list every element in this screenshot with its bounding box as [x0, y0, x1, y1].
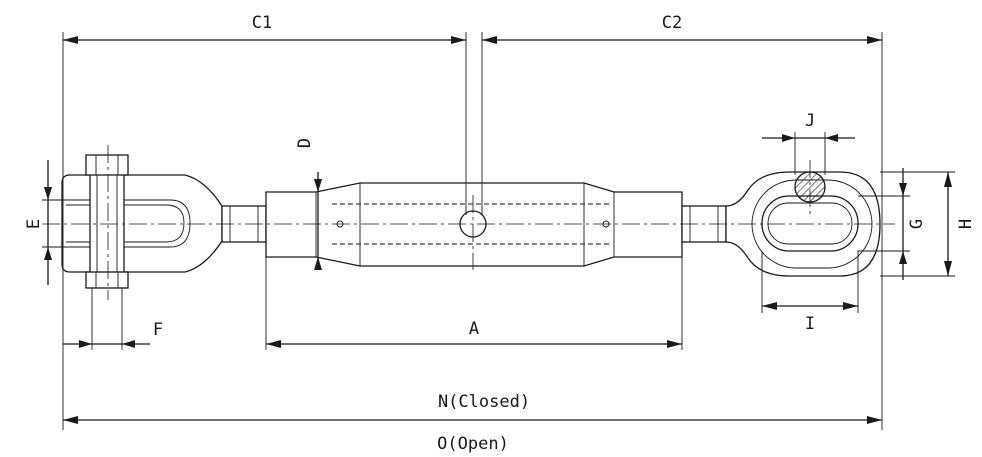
- label-c1: C1: [252, 13, 272, 33]
- label-e: E: [24, 219, 44, 229]
- dimension-o: O(Open): [437, 434, 509, 454]
- label-n: N(Closed): [438, 392, 530, 412]
- dimensions: C1 C2 D E: [24, 13, 976, 454]
- dimension-e: E: [24, 160, 62, 285]
- dimension-n: N(Closed): [63, 392, 882, 424]
- dimension-c2: C2: [482, 13, 882, 44]
- label-i: I: [805, 314, 815, 334]
- dimension-d: D: [295, 138, 322, 270]
- dimension-a: A: [265, 257, 683, 350]
- label-h: H: [956, 219, 976, 229]
- label-g: G: [907, 219, 927, 229]
- dimension-h: H: [880, 171, 976, 277]
- label-d: D: [295, 138, 315, 148]
- label-a: A: [469, 319, 479, 339]
- turnbuckle-part: [42, 145, 895, 300]
- label-j: J: [805, 111, 815, 131]
- turnbuckle-body: [265, 182, 683, 267]
- label-c2: C2: [662, 13, 682, 33]
- dimension-g: G: [858, 168, 927, 280]
- label-f: F: [153, 320, 163, 340]
- dimension-c1: C1: [63, 13, 466, 44]
- dimension-i: I: [761, 251, 859, 334]
- dimension-f: F: [63, 288, 163, 350]
- label-o: O(Open): [437, 434, 509, 454]
- dimension-j: J: [762, 111, 855, 175]
- clevis-jaw: [61, 154, 223, 289]
